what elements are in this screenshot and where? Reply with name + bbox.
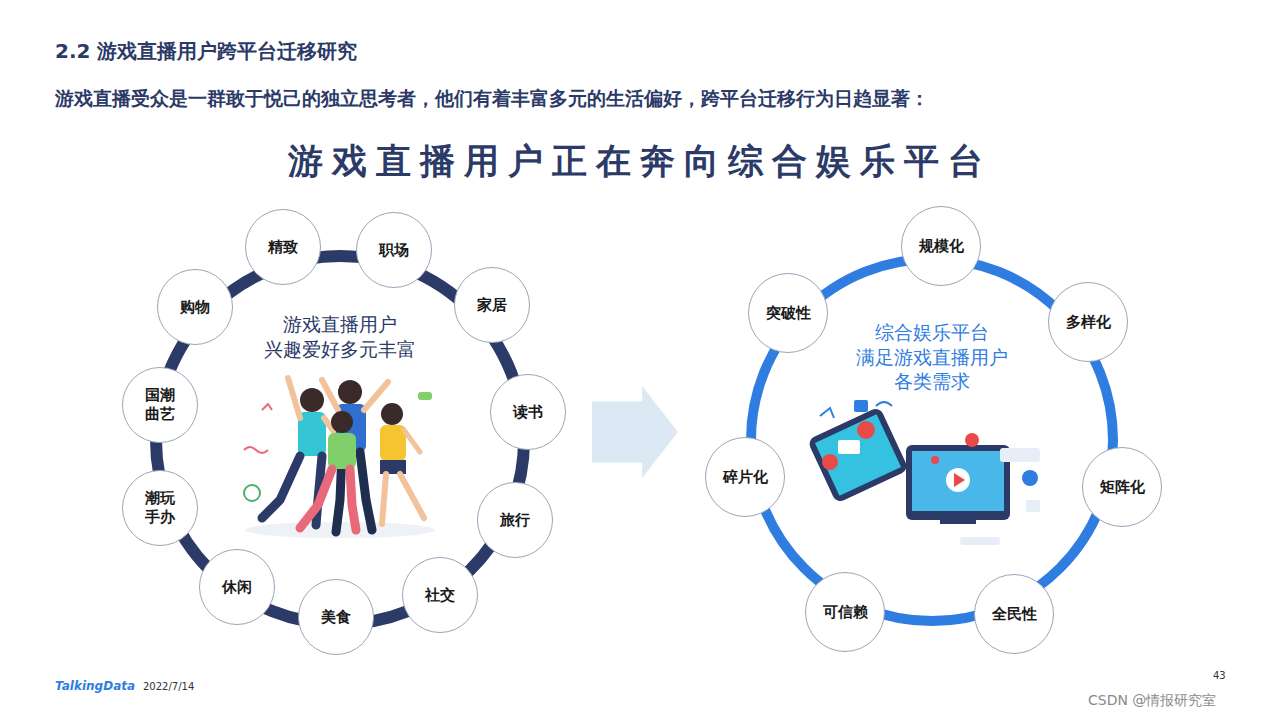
keyword-text: 旅行 — [500, 511, 530, 530]
arrow-shaft — [592, 401, 642, 462]
keyword-text: 潮玩手办 — [144, 489, 176, 527]
keyword-text: 家居 — [477, 296, 507, 315]
keyword-circle: 规模化 — [901, 206, 981, 286]
keyword-circle: 旅行 — [477, 482, 553, 558]
ring-center-text: 游戏直播用户 兴趣爱好多元丰富 — [250, 312, 430, 361]
keyword-text: 休闲 — [222, 578, 252, 597]
keyword-circle: 家居 — [454, 267, 530, 343]
keyword-circle: 职场 — [356, 212, 432, 288]
keyword-text: 国潮曲艺 — [144, 386, 176, 424]
slide-title: 2.2 游戏直播用户跨平台迁移研究 — [55, 38, 357, 65]
keyword-text: 矩阵化 — [1100, 478, 1145, 497]
people-illustration — [244, 378, 435, 538]
page-number: 43 — [1213, 670, 1226, 681]
keyword-circle: 突破性 — [748, 273, 828, 353]
device-illustration — [807, 400, 1040, 545]
keyword-text: 可信赖 — [823, 603, 868, 622]
brand-logo: TalkingData — [55, 679, 135, 693]
slide-caption: 游戏直播受众是一群敢于悦己的独立思考者，他们有着丰富多元的生活偏好，跨平台迁移行… — [55, 86, 1235, 112]
keyword-circle: 美食 — [298, 579, 374, 655]
keyword-circle: 可信赖 — [805, 572, 885, 652]
headline: 游戏直播用户正在奔向综合娱乐平台 — [0, 138, 1280, 185]
keyword-text: 美食 — [321, 608, 351, 627]
keyword-circle: 购物 — [157, 269, 233, 345]
keyword-circle: 多样化 — [1048, 282, 1128, 362]
block-arrow — [592, 386, 678, 478]
keyword-text: 社交 — [425, 586, 455, 605]
keyword-circle: 社交 — [402, 557, 478, 633]
keyword-circle: 矩阵化 — [1082, 447, 1162, 527]
keyword-text: 碎片化 — [723, 468, 768, 487]
arrow-head — [642, 386, 678, 478]
keyword-circle: 读书 — [490, 374, 566, 450]
keyword-circle: 全民性 — [974, 574, 1054, 654]
keyword-circle: 潮玩手办 — [122, 470, 198, 546]
date-label: 2022/7/14 — [143, 681, 194, 692]
keyword-circle: 精致 — [245, 209, 321, 285]
keyword-text: 多样化 — [1066, 313, 1111, 332]
keyword-circle: 国潮曲艺 — [122, 367, 198, 443]
keyword-text: 精致 — [268, 238, 298, 257]
keyword-text: 突破性 — [766, 304, 811, 323]
keyword-circle: 休闲 — [199, 549, 275, 625]
keyword-circle: 碎片化 — [705, 437, 785, 517]
keyword-text: 全民性 — [992, 605, 1037, 624]
keyword-text: 职场 — [379, 241, 409, 260]
keyword-text: 规模化 — [919, 237, 964, 256]
watermark: CSDN @情报研究室 — [1088, 692, 1216, 710]
keyword-text: 购物 — [180, 298, 210, 317]
ring-center-text: 综合娱乐平台 满足游戏直播用户 各类需求 — [850, 320, 1015, 394]
keyword-text: 读书 — [513, 403, 543, 422]
